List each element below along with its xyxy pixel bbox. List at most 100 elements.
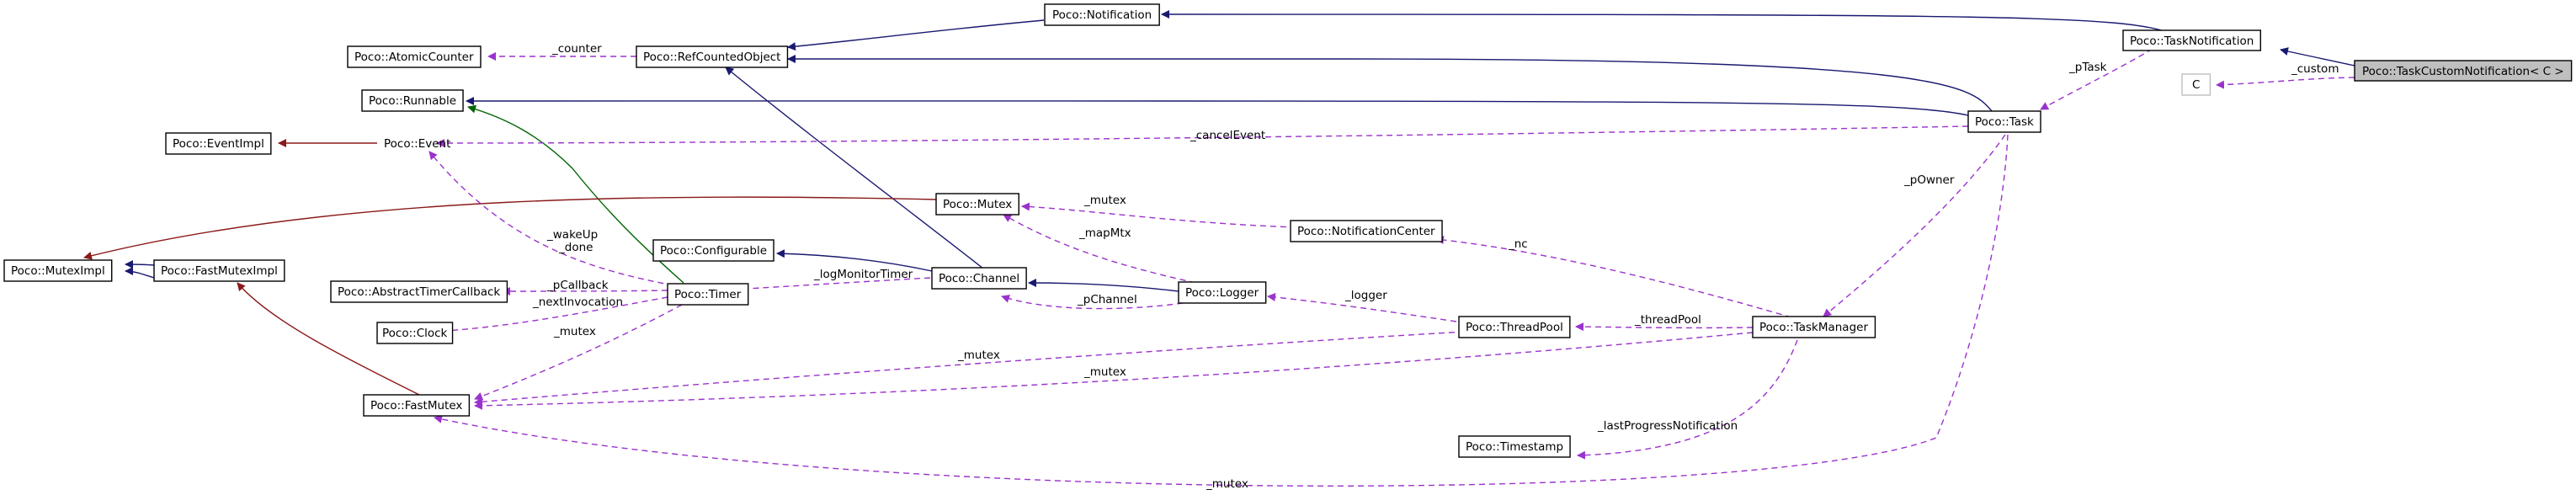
edge-label-mutex-timer: _mutex	[553, 325, 596, 338]
edge-label-map-mtx: _mapMtx	[1078, 226, 1131, 240]
node-abstract-timer-callback[interactable]: Poco::AbstractTimerCallback	[330, 280, 508, 303]
node-label: Poco::Channel	[939, 272, 1019, 285]
edge-notification-refcountedobject	[787, 19, 1045, 51]
node-clock[interactable]: Poco::Clock	[376, 322, 454, 344]
node-event-impl[interactable]: Poco::EventImpl	[165, 132, 272, 155]
edge-task-event	[436, 125, 1969, 147]
edge-label-mutex-pool: _mutex	[957, 349, 1000, 362]
edge-channel-refcountedobject	[725, 67, 984, 269]
edge-labels: _custom _pTask _counter _cancelEvent _pO…	[532, 42, 2339, 491]
edge-taskmanager-task	[1823, 134, 2006, 317]
node-label: Poco::Clock	[382, 327, 448, 340]
edge-mutex-muteximpl	[83, 196, 937, 260]
edge-taskcustomnotification-c	[2216, 77, 2355, 89]
node-notification-center[interactable]: Poco::NotificationCenter	[1290, 220, 1443, 242]
edge-label-cancel-event: _cancelEvent	[1190, 129, 1265, 142]
edge-channel-configurable	[776, 249, 933, 272]
edge-logger-channel-pchannel	[1001, 295, 1184, 310]
node-mutex-impl[interactable]: Poco::MutexImpl	[3, 259, 113, 282]
edge-label-log-monitor-timer: _logMonitorTimer	[813, 268, 913, 281]
node-timer[interactable]: Poco::Timer	[667, 283, 749, 306]
node-label: Poco::Timestamp	[1466, 440, 1563, 454]
edge-label-logger: _logger	[1344, 289, 1387, 302]
node-label: Poco::Timer	[674, 288, 742, 301]
edge-task-fastmutex	[434, 134, 2009, 487]
node-mutex[interactable]: Poco::Mutex	[935, 193, 1019, 216]
edge-label-mutex-nc: _mutex	[1083, 194, 1126, 207]
node-label: Poco::Logger	[1185, 286, 1259, 300]
edge-logger-channel	[1028, 279, 1179, 292]
edge-fastmuteximpl-muteximpl	[125, 260, 155, 269]
edge-timer-abstracttimercallback	[502, 286, 668, 295]
edge-task-refcountedobject	[787, 55, 1993, 112]
edge-taskmanager-notificationcenter	[1435, 236, 1792, 318]
edge-label-mutex-mgr: _mutex	[1083, 365, 1126, 379]
node-label: Poco::ThreadPool	[1466, 321, 1563, 334]
node-label: Poco::RefCountedObject	[643, 51, 780, 64]
node-label: Poco::FastMutex	[370, 399, 462, 412]
node-task-notification[interactable]: Poco::TaskNotification	[2122, 29, 2261, 51]
node-timestamp[interactable]: Poco::Timestamp	[1458, 435, 1571, 458]
node-label: Poco::Configurable	[660, 244, 767, 258]
node-configurable[interactable]: Poco::Configurable	[652, 239, 774, 262]
node-ref-counted-object[interactable]: Poco::RefCountedObject	[636, 45, 789, 68]
edge-timer-event	[428, 151, 674, 286]
edge-task-runnable	[466, 96, 1969, 116]
edge-notificationcenter-mutex	[1021, 202, 1297, 228]
node-label: Poco::Runnable	[369, 94, 456, 108]
edge-taskmanager-timestamp	[1577, 339, 1798, 460]
node-label: C	[2192, 78, 2200, 92]
edge-label-powner: _pOwner	[1903, 173, 1955, 187]
node-label: Poco::TaskManager	[1759, 321, 1868, 334]
edge-taskcustomnotification-notification	[1161, 10, 2173, 35]
node-task[interactable]: Poco::Task	[1967, 110, 2041, 133]
node-logger[interactable]: Poco::Logger	[1178, 281, 1267, 304]
edge-label-custom: _custom	[2291, 62, 2339, 76]
edge-threadpool-logger	[1267, 292, 1457, 322]
node-label: Poco::TaskCustomNotification< C >	[2362, 65, 2564, 78]
edge-label-nc: _nc	[1508, 237, 1528, 251]
node-fast-mutex-impl[interactable]: Poco::FastMutexImpl	[153, 259, 285, 282]
node-c[interactable]: C	[2181, 73, 2211, 96]
edge-fastmutex-muteximpl	[125, 267, 155, 279]
node-task-custom-notification[interactable]: Poco::TaskCustomNotification< C >	[2354, 60, 2573, 82]
node-channel[interactable]: Poco::Channel	[931, 267, 1027, 290]
edge-timer-clock	[429, 296, 668, 336]
node-task-manager[interactable]: Poco::TaskManager	[1752, 316, 1876, 338]
edge-label-last-progress: _lastProgressNotification	[1597, 419, 1738, 433]
edge-label-counter: _counter	[551, 42, 602, 56]
edge-taskcustomnotification-tasknotification	[2280, 47, 2355, 67]
edge-task-taskcustomnotification-ptask	[2040, 48, 2153, 110]
node-label: Poco::Event	[384, 137, 450, 151]
node-label: Poco::FastMutexImpl	[161, 264, 278, 278]
node-fast-mutex[interactable]: Poco::FastMutex	[363, 394, 471, 417]
edge-label-pchannel: _pChannel	[1077, 293, 1137, 306]
edge-label-mutex-task: _mutex	[1206, 477, 1248, 491]
node-label: Poco::EventImpl	[173, 137, 264, 151]
node-label: Poco::Task	[1975, 115, 2034, 129]
edge-logger-mutex	[1003, 214, 1196, 284]
node-label: Poco::Notification	[1052, 8, 1152, 22]
edge-label-ptask: _pTask	[2068, 61, 2107, 74]
node-thread-pool[interactable]: Poco::ThreadPool	[1458, 316, 1571, 338]
edge-label-thread-pool: _threadPool	[1634, 313, 1701, 327]
node-event[interactable]: Poco::Event	[384, 137, 450, 151]
edge-label-wakeup: _wakeUp	[546, 228, 598, 242]
node-label: Poco::AtomicCounter	[354, 51, 474, 64]
node-notification[interactable]: Poco::Notification	[1044, 3, 1160, 26]
edge-label-pcallback: _pCallback	[546, 279, 609, 292]
edge-timer-fastmutex	[474, 304, 683, 401]
edge-taskmanager-fastmutex	[474, 332, 1754, 410]
edge-label-next-invocation: _nextInvocation	[532, 295, 623, 309]
node-label: Poco::MutexImpl	[11, 264, 105, 278]
node-label: Poco::Mutex	[943, 198, 1012, 211]
edge-threadpool-fastmutex	[474, 331, 1466, 407]
node-label: Poco::TaskNotification	[2130, 35, 2254, 48]
edges	[83, 10, 2355, 487]
node-label: Poco::AbstractTimerCallback	[338, 285, 500, 299]
node-runnable[interactable]: Poco::Runnable	[361, 89, 464, 112]
edge-timer-runnable[interactable]	[467, 104, 684, 284]
node-atomic-counter[interactable]: Poco::AtomicCounter	[347, 45, 482, 68]
node-label: Poco::NotificationCenter	[1297, 225, 1435, 238]
